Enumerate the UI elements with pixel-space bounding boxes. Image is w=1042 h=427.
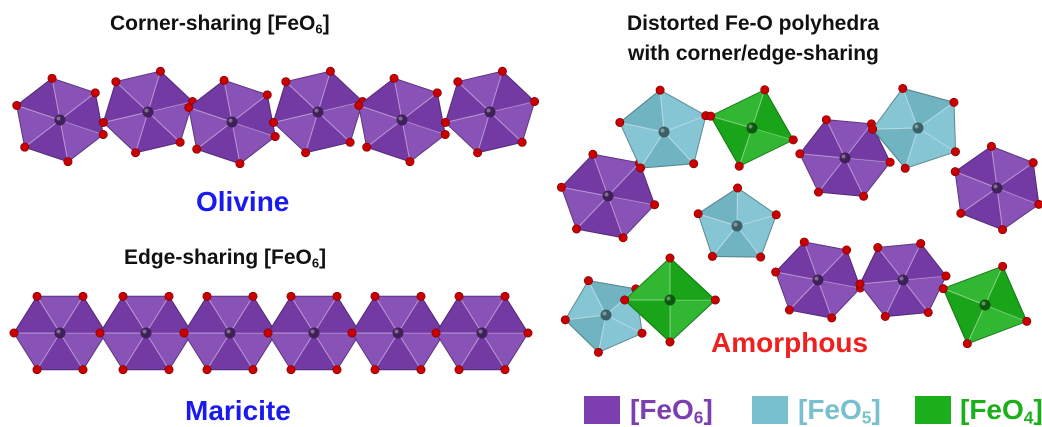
amorphous-feo6-polyhedron xyxy=(950,141,1042,235)
amorphous-feo4-tetrahedron xyxy=(938,261,1032,349)
amorphous-feo4-tetrahedron xyxy=(620,253,720,347)
amorphous-feo6-polyhedron xyxy=(556,149,660,243)
legend-swatch-feo5 xyxy=(752,396,788,424)
amorphous-feo5-polyhedron xyxy=(868,83,960,173)
amorphous-title-line1: Distorted Fe-O polyhedra xyxy=(627,12,880,35)
amorphous-feo6-polyhedron xyxy=(795,115,895,201)
olivine-feo6-octahedron xyxy=(98,66,198,158)
legend-swatch-feo4 xyxy=(915,396,951,424)
maricite-edge-sharing-chain xyxy=(9,291,533,375)
legend-label-feo5: [FeO5] xyxy=(798,394,881,427)
olivine-label: Olivine xyxy=(196,186,290,217)
olivine-feo6-octahedron xyxy=(440,66,540,158)
edge-sharing-title: Edge-sharing [FeO6] xyxy=(124,246,327,271)
maricite-feo6-octahedron xyxy=(347,291,449,375)
olivine-feo6-octahedron xyxy=(12,73,108,167)
amorphous-polyhedra-network xyxy=(556,83,1042,357)
legend-swatch-feo6 xyxy=(584,396,620,424)
olivine-feo6-octahedron xyxy=(268,66,368,158)
amorphous-feo6-polyhedron xyxy=(855,239,951,321)
olivine-corner-sharing-chain xyxy=(12,66,540,169)
amorphous-label: Amorphous xyxy=(711,327,869,358)
amorphous-feo5-polyhedron xyxy=(560,276,647,357)
amorphous-feo6-polyhedron xyxy=(771,237,865,323)
olivine-feo6-octahedron xyxy=(184,75,280,169)
amorphous-feo4-tetrahedron xyxy=(706,85,798,171)
olivine-feo6-octahedron xyxy=(354,73,450,167)
amorphous-feo5-polyhedron xyxy=(615,85,711,173)
legend-label-feo6: [FeO6] xyxy=(630,394,713,427)
amorphous-title-line2: with corner/edge-sharing xyxy=(628,42,879,65)
maricite-label: Maricite xyxy=(185,395,291,426)
amorphous-feo5-polyhedron xyxy=(693,183,781,262)
maricite-feo6-octahedron xyxy=(9,291,111,375)
corner-sharing-title: Corner-sharing [FeO6] xyxy=(110,12,330,37)
legend-label-feo4: [FeO4] xyxy=(960,394,1042,427)
maricite-feo6-octahedron xyxy=(431,291,533,375)
maricite-feo6-octahedron xyxy=(179,291,281,375)
maricite-feo6-octahedron xyxy=(263,291,365,375)
